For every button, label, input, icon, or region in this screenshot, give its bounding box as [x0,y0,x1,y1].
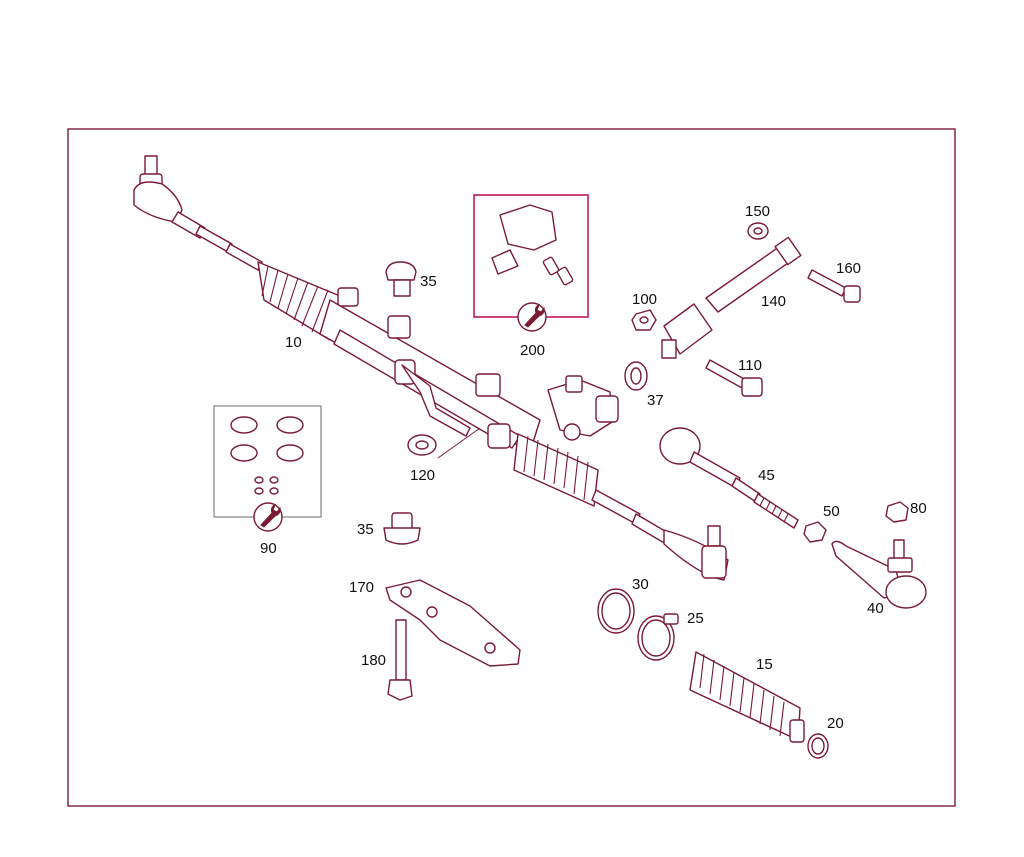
part-170-bracket[interactable] [385,579,521,667]
callout-90: 90 [260,540,277,557]
callout-100: 100 [632,291,657,308]
part-40-tie-rod-end[interactable] [831,539,927,609]
callout-20: 20 [827,715,844,732]
callout-50: 50 [823,503,840,520]
part-120-washer[interactable] [407,427,481,459]
part-180-bolt[interactable] [387,619,413,701]
wrench-icon [253,502,283,532]
part-20-small-clamp[interactable] [807,733,829,759]
part-35-upper-mount[interactable] [385,261,417,297]
callout-170: 170 [349,579,374,596]
callout-160: 160 [836,260,861,277]
callout-110: 110 [738,357,762,374]
part-100-nut[interactable] [631,309,657,331]
callout-30: 30 [632,576,649,593]
part-45-inner-tie-rod[interactable] [659,427,799,529]
part-25-clamp[interactable] [637,613,679,661]
part-30-clamp-ring[interactable] [597,588,635,634]
part-37-seal-ring[interactable] [624,361,648,391]
callout-180: 180 [361,652,386,669]
callout-200: 200 [520,342,545,359]
part-80-nut[interactable] [885,501,909,523]
wrench-icon [517,302,547,332]
part-110-bolt[interactable] [705,359,763,397]
callout-120: 120 [410,467,435,484]
part-15-bellows[interactable] [689,651,805,743]
part-90-seal-kit[interactable] [213,405,322,532]
callout-35-upper: 35 [420,273,437,290]
callout-45: 45 [758,467,775,484]
callout-10: 10 [285,334,302,351]
part-160-bolt[interactable] [807,269,861,303]
callout-150: 150 [745,203,770,220]
callout-35-lower: 35 [357,521,374,538]
part-10-steering-rack[interactable] [133,155,729,581]
part-50-nut[interactable] [803,521,827,543]
part-35-lower-mount[interactable] [383,512,421,545]
diagram-frame [67,128,956,807]
callout-140: 140 [761,293,786,310]
part-150-washer[interactable] [747,222,769,240]
callout-25: 25 [687,610,704,627]
part-140-steering-shaft[interactable] [661,236,802,359]
part-200-valve-kit[interactable] [473,194,589,332]
callout-40: 40 [867,600,884,617]
callout-15: 15 [756,656,773,673]
callout-80: 80 [910,500,927,517]
callout-37: 37 [647,392,664,409]
